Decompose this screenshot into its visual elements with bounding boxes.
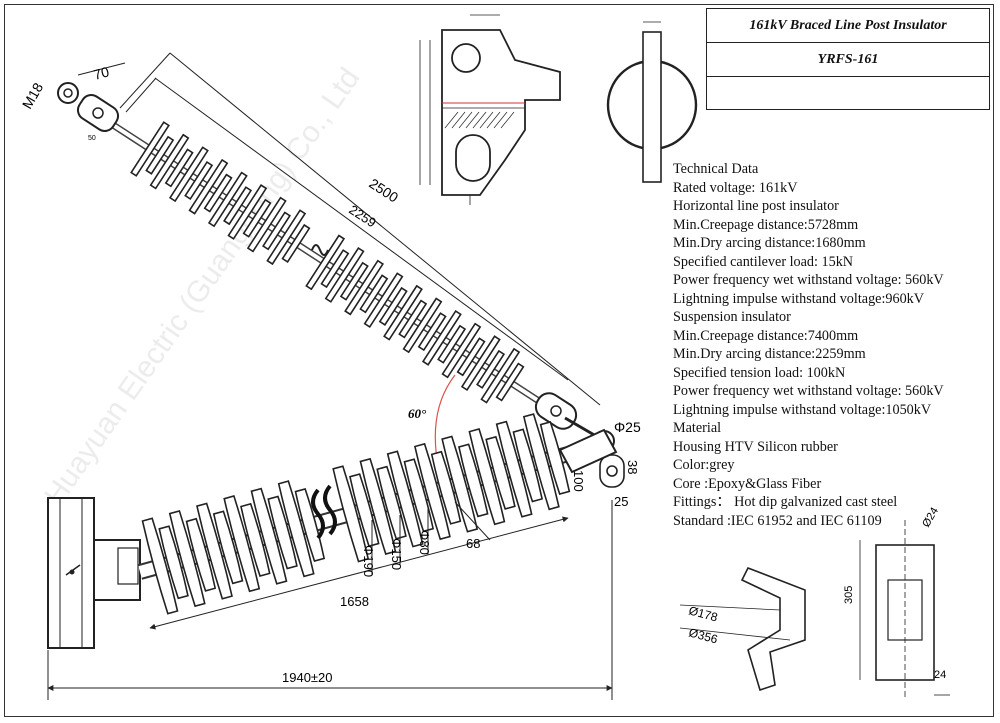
spec-line: Fittings： Hot dip galvanized cast steel [673, 494, 898, 510]
shed [456, 337, 486, 377]
clamp-detail [859, 520, 950, 700]
shed [223, 186, 253, 226]
shed [495, 362, 525, 402]
shed [437, 324, 467, 364]
shed [130, 121, 170, 177]
spec-line: Lightning impulse withstand voltage:960k… [673, 290, 925, 307]
shed [403, 458, 435, 533]
spec-line: Specified cantilever load: 15kN [673, 253, 854, 270]
shed [145, 135, 175, 175]
dim-25: 25 [614, 494, 628, 509]
spec-line: Rated voltage: 161kV [673, 179, 798, 196]
dim-phi25: Φ25 [614, 419, 641, 435]
dim-phi150: Φ150 [389, 538, 404, 570]
shed [363, 272, 404, 329]
shed [344, 259, 384, 316]
shed [339, 261, 369, 301]
shed [242, 198, 272, 238]
dim-m18: M18 [19, 80, 47, 112]
shed [168, 146, 209, 203]
shed [480, 347, 521, 404]
shed [281, 223, 311, 263]
spec-line: Min.Dry arcing distance:1680mm [673, 235, 866, 251]
dim-100: 100 [571, 470, 586, 492]
spec-line: Power frequency wet withstand voltage: 5… [673, 272, 944, 288]
spec-line: Horizontal line post insulator [673, 198, 839, 214]
shed [378, 286, 408, 326]
spec-line: Min.Creepage distance:7400mm [673, 327, 859, 344]
shed [266, 209, 307, 266]
dim-phi190: Φ190 [361, 545, 376, 577]
shed [207, 171, 248, 228]
spec-line: Min.Dry arcing distance:2259mm [673, 346, 866, 362]
title-blank [707, 77, 989, 110]
shed [522, 413, 560, 511]
dim-1658: 1658 [340, 594, 369, 609]
shed [495, 420, 533, 518]
dim-305: 305 [843, 586, 855, 604]
spec-line: Color:grey [673, 457, 735, 473]
shed [460, 335, 501, 392]
title-line-2: YRFS-161 [707, 43, 989, 77]
shed [359, 274, 389, 314]
spec-line: Min.Creepage distance:5728mm [673, 216, 859, 233]
dim-2259: 2259 [346, 202, 378, 230]
shed [485, 435, 516, 510]
title-line-1: 161kV Braced Line Post Insulator [707, 9, 989, 43]
shed [468, 428, 506, 526]
shed [383, 284, 423, 341]
dim-1940: 1940±20 [282, 670, 333, 685]
shed [184, 160, 214, 201]
shed [413, 442, 451, 541]
shed [441, 322, 482, 379]
shed [324, 247, 365, 303]
spec-line: Power frequency wet withstand voltage: 5… [673, 383, 944, 399]
spec-line: Core :Epoxy&Glass Fiber [673, 475, 822, 492]
shed [164, 148, 194, 188]
dim-phi356: Ø356 [687, 625, 719, 646]
dim-68: 68 [466, 536, 480, 551]
dim-2500: 2500 [366, 175, 401, 205]
shed [149, 133, 190, 190]
shed [458, 443, 489, 518]
shed [539, 420, 571, 496]
shed [441, 435, 479, 533]
shed [430, 450, 462, 525]
dim-38: 38 [625, 460, 640, 474]
shed [320, 249, 350, 289]
shed [227, 184, 268, 240]
spec-line: Specified tension load: 100kN [673, 364, 846, 381]
shed [398, 299, 428, 339]
drawing-frame [4, 4, 994, 717]
ring-detail [606, 21, 698, 183]
shed [402, 297, 443, 354]
shed [476, 349, 506, 389]
dim-70: 70 [92, 63, 111, 83]
dim-24: 24 [934, 669, 946, 681]
title-block: 161kV Braced Line Post Insulator YRFS-16… [706, 8, 990, 110]
suspension-insulator [57, 82, 615, 452]
spec-line: Housing HTV Silicon rubber [673, 438, 838, 455]
shed [305, 234, 346, 291]
dim-50: 50 [88, 135, 96, 142]
spec-line: Technical Data [673, 161, 759, 177]
spec-line: Lightning impulse withstand voltage:1050… [673, 401, 932, 418]
shed [188, 158, 229, 215]
shed [203, 173, 233, 213]
spec-line: Suspension insulator [673, 309, 791, 325]
shed [512, 428, 544, 503]
spec-line: Standard :IEC 61952 and IEC 61109 [673, 512, 882, 529]
shed [421, 309, 462, 366]
bracket-detail [679, 566, 806, 692]
shed [417, 312, 447, 352]
dim-phi80: Φ80 [417, 530, 432, 555]
shed [246, 196, 287, 253]
line-post-insulator [47, 413, 618, 649]
angle-label: 60° [408, 406, 427, 421]
spec-line: Material [673, 420, 722, 436]
shed [261, 211, 291, 251]
clevis-detail [419, 14, 561, 205]
